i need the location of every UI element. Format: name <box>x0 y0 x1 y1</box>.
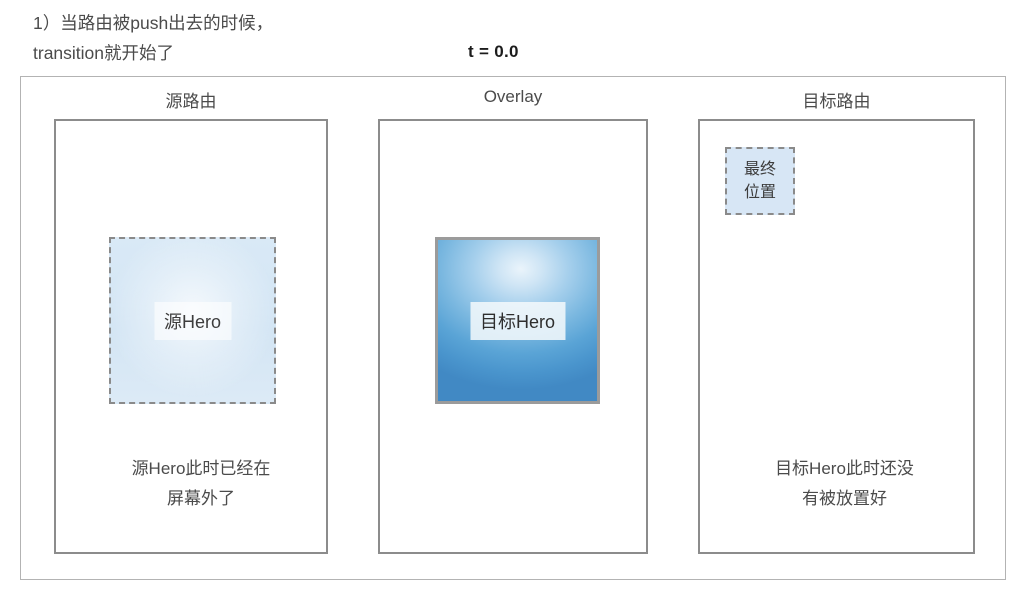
panel-overlay: 目标Hero <box>378 119 648 554</box>
overlay-hero-label: 目标Hero <box>469 301 566 340</box>
column-overlay: Overlay 目标Hero <box>378 77 648 579</box>
column-title-target-route: 目标路由 <box>802 92 871 111</box>
step-caption: 1）当路由被push出去的时候， transition就开始了 <box>33 13 274 63</box>
panel-source-route: 源Hero 源Hero此时已经在 屏幕外了 <box>54 119 328 554</box>
overlay-hero-box: 目标Hero <box>435 237 600 404</box>
column-title-overlay: Overlay <box>483 87 543 106</box>
source-hero-label: 源Hero <box>153 301 232 340</box>
column-title-source-route: 源路由 <box>165 92 217 111</box>
column-target-route: 目标路由 最终 位置 目标Hero此时还没 有被放置好 <box>698 77 975 579</box>
source-hero-box: 源Hero <box>109 237 276 404</box>
time-label: t = 0.0 <box>468 42 519 61</box>
final-position-line2: 位置 <box>743 184 776 201</box>
panel-target-route: 最终 位置 目标Hero此时还没 有被放置好 <box>698 119 975 554</box>
panel-note-target-route: 目标Hero此时还没 有被放置好 <box>775 459 914 508</box>
final-position-placeholder: 最终 位置 <box>725 147 795 215</box>
column-source-route: 源路由 源Hero 源Hero此时已经在 屏幕外了 <box>54 77 328 579</box>
diagram-frame: 源路由 源Hero 源Hero此时已经在 屏幕外了 Overlay 目标Hero… <box>20 76 1006 580</box>
panel-note-source-route: 源Hero此时已经在 屏幕外了 <box>131 459 271 508</box>
final-position-line1: 最终 <box>743 161 776 178</box>
